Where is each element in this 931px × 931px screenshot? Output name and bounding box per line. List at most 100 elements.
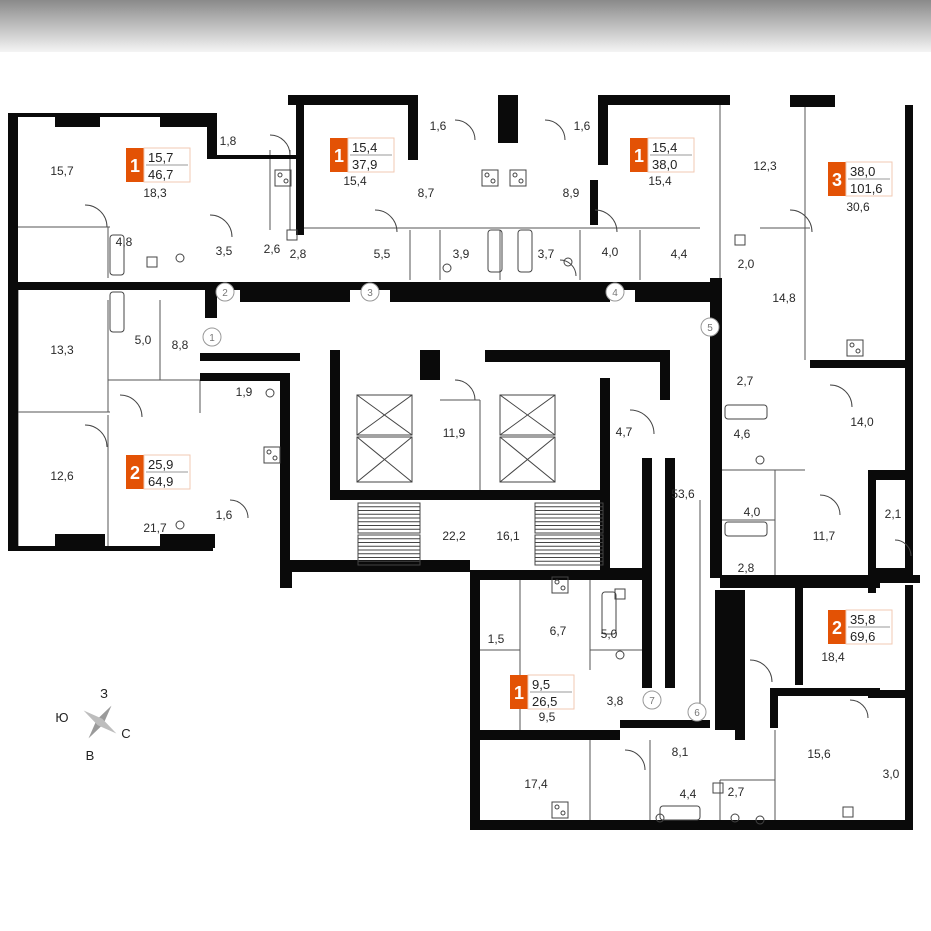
compass-west: Ю	[55, 710, 68, 725]
room-count: 2	[130, 463, 140, 483]
apartment-badge-a7[interactable]: 1 9,5 26,5	[510, 674, 575, 710]
room-area-33: 16,1	[496, 529, 520, 543]
total-area: 69,6	[850, 629, 875, 644]
door-marker-2	[215, 282, 235, 302]
room-area-21: 14,8	[772, 291, 796, 305]
compass: З В Ю С	[55, 686, 130, 763]
total-area: 46,7	[148, 167, 173, 182]
room-area-23: 5,0	[135, 333, 152, 347]
room-area-2: 1,8	[220, 134, 237, 148]
room-area-52: 3,0	[883, 767, 900, 781]
room-area-12: 1,6	[574, 119, 591, 133]
room-area-14: 3,7	[538, 247, 555, 261]
room-count-tag	[126, 148, 144, 182]
compass-east: С	[121, 726, 130, 741]
walls	[8, 95, 920, 830]
living-area: 35,8	[850, 612, 875, 627]
total-area: 26,5	[532, 694, 557, 709]
living-area: 9,5	[532, 677, 550, 692]
total-area: 101,6	[850, 181, 883, 196]
door-marker-7	[642, 690, 662, 710]
door-marker-5	[700, 317, 720, 337]
room-area-26: 12,6	[50, 469, 74, 483]
total-area: 38,0	[652, 157, 677, 172]
compass-needle-ew	[83, 710, 117, 734]
top-shadow	[0, 0, 931, 52]
room-area-9: 2,8	[290, 247, 307, 261]
room-area-30: 4,7	[616, 425, 633, 439]
room-count-tag	[630, 138, 648, 172]
room-count-tag	[828, 162, 846, 196]
door-number-1: 1	[209, 333, 215, 344]
room-area-15: 15,4	[648, 174, 672, 188]
room-area-27: 21,7	[143, 521, 167, 535]
room-count: 3	[832, 170, 842, 190]
room-area-22: 13,3	[50, 343, 74, 357]
room-count-tag	[510, 675, 528, 709]
room-area-20: 30,6	[846, 200, 870, 214]
room-area-3: 4,8	[116, 235, 133, 249]
apartment-badge-a1[interactable]: 1 15,7 46,7	[126, 147, 191, 183]
room-area-8: 8,7	[418, 186, 435, 200]
room-area-31: 53,6	[671, 487, 695, 501]
apartment-badge-a5[interactable]: 2 25,9 64,9	[126, 454, 191, 490]
room-area-43: 6,7	[550, 624, 567, 638]
living-area: 38,0	[850, 164, 875, 179]
living-area: 25,9	[148, 457, 173, 472]
room-area-37: 4,0	[744, 505, 761, 519]
room-area-40: 2,8	[738, 561, 755, 575]
room-area-5: 2,6	[264, 242, 281, 256]
room-area-17: 4,4	[671, 247, 688, 261]
room-area-42: 1,5	[488, 632, 505, 646]
door-number-5: 5	[707, 323, 713, 334]
fixtures	[84, 119, 912, 825]
room-area-39: 2,1	[885, 507, 902, 521]
room-area-50: 4,4	[680, 787, 697, 801]
room-area-24: 8,8	[172, 338, 189, 352]
room-area-47: 17,4	[524, 777, 548, 791]
room-area-45: 9,5	[539, 710, 556, 724]
room-area-25: 1,9	[236, 385, 253, 399]
room-area-32: 22,2	[442, 529, 466, 543]
room-count: 1	[514, 683, 524, 703]
room-count-tag	[126, 455, 144, 489]
room-area-46: 3,8	[607, 694, 624, 708]
room-area-29: 11,9	[443, 426, 466, 440]
door-marker-6	[687, 702, 707, 722]
room-area-6: 15,4	[343, 174, 367, 188]
door-marker-3	[360, 282, 380, 302]
door-marker-1	[202, 327, 222, 347]
room-area-10: 5,5	[374, 247, 391, 261]
compass-south: В	[86, 748, 95, 763]
room-area-1: 18,3	[143, 186, 167, 200]
door-marker-4	[605, 282, 625, 302]
door-number-7: 7	[649, 696, 655, 707]
room-area-41: 18,4	[821, 650, 845, 664]
room-area-4: 3,5	[216, 244, 233, 258]
room-count-tag	[828, 610, 846, 644]
room-count: 1	[130, 156, 140, 176]
room-area-35: 4,6	[734, 427, 751, 441]
room-area-36: 14,0	[850, 415, 874, 429]
room-area-7: 1,6	[430, 119, 447, 133]
door-number-4: 4	[612, 288, 618, 299]
room-area-44: 5,0	[601, 627, 618, 641]
living-area: 15,7	[148, 150, 173, 165]
room-area-51: 2,7	[728, 785, 745, 799]
compass-north: З	[100, 686, 108, 701]
room-area-28: 1,6	[216, 508, 233, 522]
door-number-3: 3	[367, 288, 373, 299]
room-area-48: 8,1	[672, 745, 689, 759]
total-area: 64,9	[148, 474, 173, 489]
room-area-18: 12,3	[753, 159, 777, 173]
living-area: 15,4	[352, 140, 377, 155]
room-count: 1	[334, 146, 344, 166]
apartment-badge-a4[interactable]: 3 38,0 101,6	[828, 161, 893, 197]
